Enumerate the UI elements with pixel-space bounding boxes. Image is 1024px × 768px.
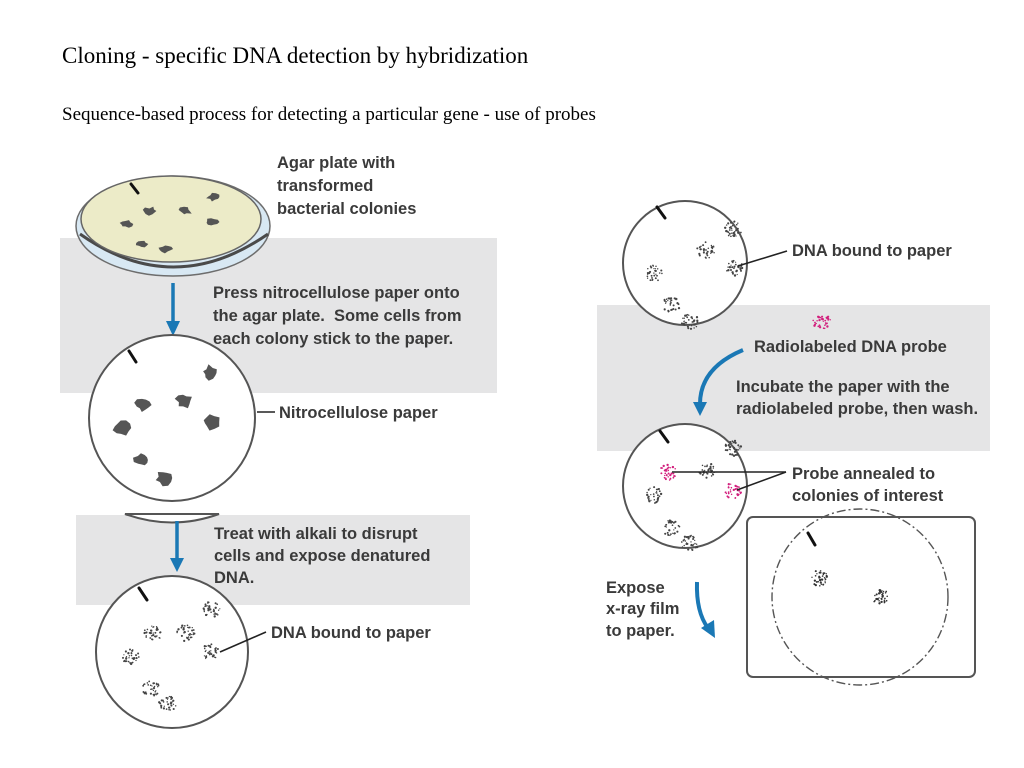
- orientation-mark: [127, 349, 138, 364]
- bacterial-colony: [206, 218, 220, 226]
- dish-base-edge: [79, 232, 269, 269]
- dna-cluster: [143, 625, 162, 641]
- dna-cluster: [663, 297, 681, 313]
- bacterial-colony: [155, 472, 173, 487]
- agar-plate-label-line3: bacterial colonies: [277, 200, 416, 218]
- curved-arrow-incubate: [693, 348, 744, 416]
- dna-cluster: [202, 601, 221, 618]
- bacterial-colony: [119, 220, 134, 228]
- dna-cluster: [176, 624, 196, 643]
- agar-plate-label-line2: transformed: [277, 177, 373, 195]
- dna-cluster: [680, 534, 699, 552]
- film-exposure-spots: [811, 570, 888, 605]
- bacterial-colony: [142, 206, 157, 216]
- nitrocellulose-paper: [88, 334, 256, 502]
- x-ray-film: [746, 516, 976, 678]
- dna-cluster: [158, 695, 177, 711]
- paper-colonies: [112, 364, 220, 487]
- orientation-mark: [806, 531, 817, 547]
- orientation-mark: [655, 205, 667, 220]
- dna-clusters-left: [121, 601, 221, 711]
- bacterial-colony: [133, 453, 148, 466]
- expose-step-line3: to paper.: [606, 622, 675, 640]
- alkali-step-line1: Treat with alkali to disrupt: [214, 525, 418, 543]
- bacterial-colony: [135, 240, 149, 248]
- probe-annealed-cluster: [724, 483, 742, 499]
- step-band-incubate: [597, 305, 990, 451]
- dna-cluster: [680, 313, 699, 330]
- press-step-line3: each colony stick to the paper.: [213, 330, 453, 348]
- curved-arrow-expose: [694, 581, 715, 638]
- bacterial-colony: [178, 206, 192, 215]
- dna-cluster: [646, 264, 663, 282]
- annealed-label-line2: colonies of interest: [792, 487, 944, 505]
- orientation-mark: [129, 182, 140, 195]
- expose-step-line2: x-ray film: [606, 600, 679, 618]
- bacterial-colony: [174, 394, 192, 409]
- hybridized-paper: [622, 423, 748, 549]
- dna-bound-label-left: DNA bound to paper: [271, 624, 431, 642]
- dna-bound-leader-right: [737, 250, 788, 267]
- dna-cluster: [664, 519, 681, 537]
- incubate-step-line1: Incubate the paper with the: [736, 378, 950, 396]
- bacterial-colony: [203, 364, 217, 381]
- alkali-step-line2: cells and expose denatured: [214, 547, 430, 565]
- exposure-spot: [811, 570, 828, 587]
- probe-annealed-cluster: [660, 463, 676, 481]
- dna-clusters-right: [646, 220, 744, 330]
- annealed-label-line1: Probe annealed to: [792, 465, 935, 483]
- dna-bound-paper-left: [95, 575, 249, 729]
- down-arrow-press: [166, 283, 180, 336]
- dna-cluster: [121, 648, 140, 666]
- bacterial-colony: [112, 420, 132, 436]
- annealed-leader-2: [736, 471, 787, 491]
- bacterial-colony: [203, 414, 220, 431]
- paper-outline-dashed: [771, 508, 949, 686]
- incubate-step-line2: radiolabeled probe, then wash.: [736, 400, 978, 418]
- dna-cluster: [203, 643, 219, 660]
- expose-step-line1: Expose: [606, 579, 665, 597]
- dna-clusters-hybridized: [646, 439, 743, 552]
- orientation-mark: [137, 586, 149, 602]
- dna-cluster: [724, 220, 742, 238]
- probe-label: Radiolabeled DNA probe: [754, 338, 947, 356]
- radiolabeled-probe: [812, 315, 831, 330]
- press-step-line2: the agar plate. Some cells from: [213, 307, 462, 325]
- bacterial-colony: [134, 398, 152, 412]
- plate-colonies: [119, 192, 220, 254]
- probe-cluster: [812, 315, 831, 330]
- bacterial-colony: [206, 192, 220, 202]
- dna-cluster: [696, 241, 715, 259]
- dna-bound-leader-left: [219, 631, 267, 653]
- bacterial-colony: [158, 245, 174, 254]
- orientation-mark: [658, 429, 670, 444]
- slide-title: Cloning - specific DNA detection by hybr…: [62, 43, 529, 68]
- dna-bound-label-right: DNA bound to paper: [792, 242, 952, 260]
- dna-cluster: [724, 439, 743, 457]
- alkali-step-line3: DNA.: [214, 569, 254, 587]
- nitrocellulose-label: Nitrocellulose paper: [279, 404, 438, 422]
- agar-plate-label-line1: Agar plate with: [277, 154, 395, 172]
- dna-cluster: [142, 680, 160, 697]
- down-arrow-alkali: [170, 521, 184, 572]
- slide-subtitle: Sequence-based process for detecting a p…: [62, 104, 596, 125]
- exposure-spot: [873, 588, 888, 605]
- dna-cluster: [646, 486, 663, 504]
- press-step-line1: Press nitrocellulose paper onto: [213, 284, 460, 302]
- agar-plate: [75, 175, 271, 277]
